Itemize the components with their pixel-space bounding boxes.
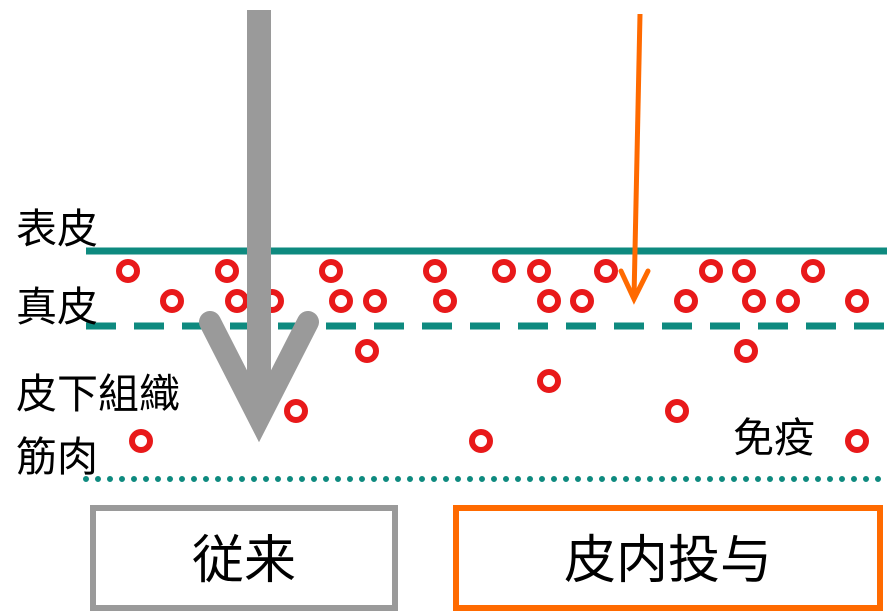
immune-cell-ring-icon [537,369,561,393]
immune-cell-ring-icon [674,289,698,313]
muscle-label: 筋肉 [16,433,98,481]
immune-cell-ring-icon [665,399,689,423]
intradermal-arrow [618,13,651,305]
immune-cell-ring-icon [225,289,249,313]
immune-cell-ring-icon [329,289,353,313]
conventional-arrow [199,10,319,443]
immune-label: 免疫 [733,414,815,462]
immune-cell-ring-icon [355,339,379,363]
immune-cell-ring-icon [492,259,516,283]
intradermal-box [453,505,883,611]
conventional-box-label: 従来 [192,531,296,591]
immune-cell-ring-icon [469,429,493,453]
immune-cell-ring-icon [570,289,594,313]
epidermis-label: 表皮 [16,205,98,253]
immune-cell-ring-icon [699,259,723,283]
immune-cell-ring-icon [732,259,756,283]
immune-cell-ring-icon [801,259,825,283]
conventional-box [90,505,398,611]
immune-cell-ring-icon [845,429,869,453]
immune-cell-ring-icon [284,399,308,423]
immune-cell-ring-icon [160,289,184,313]
intradermal-arrow-head [618,268,651,305]
immune-cell-ring-icon [537,289,561,313]
immune-cell-ring-icon [363,289,387,313]
immune-cell-ring-icon [527,259,551,283]
immune-cell-ring-icon [129,429,153,453]
immune-cell-ring-icon [734,339,758,363]
immune-cell-ring-icon [776,289,800,313]
immune-cell-ring-icon [319,259,343,283]
conventional-arrow-head [199,311,319,443]
intradermal-arrow-shaft [631,13,643,299]
immune-cell-ring-icon [845,289,869,313]
immune-cell-ring-icon [215,259,239,283]
immune-cell-ring-icon [433,289,457,313]
immune-cell-ring-icon [423,259,447,283]
immune-cell-ring-icon [116,259,140,283]
intradermal-box-label: 皮内投与 [564,531,772,591]
immune-cell-ring-icon [594,259,618,283]
immune-cell-ring-icon [742,289,766,313]
dermis-label: 真皮 [16,283,98,331]
subcutaneous-label: 皮下組織 [16,370,180,418]
